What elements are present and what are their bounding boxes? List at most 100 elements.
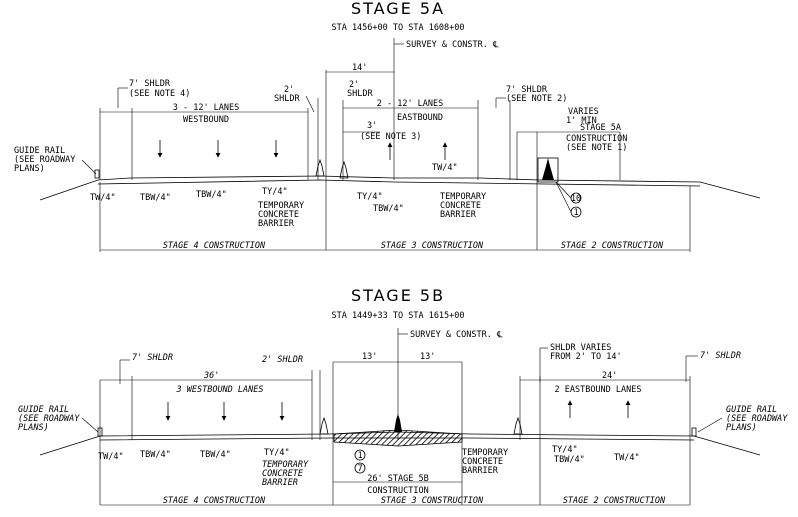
guide-rail-right-5b: GUIDE RAIL xyxy=(726,405,777,415)
tcb-2-5b: CONCRETE xyxy=(262,469,304,479)
tcb2-2: CONCRETE xyxy=(440,201,481,211)
temp-barrier-a xyxy=(315,158,325,177)
shldr-2-5b: 2' SHLDR xyxy=(262,355,303,365)
stage-5a-station-range: STA 1456+00 TO STA 1608+00 xyxy=(331,23,464,33)
tcb2-3-5b: BARRIER xyxy=(462,466,499,476)
shldr-varies-b: FROM 2' TO 14' xyxy=(550,352,622,362)
ty4-a: TY/4" xyxy=(262,187,288,197)
stage5a-label: STAGE 5A xyxy=(580,123,621,133)
lanes-east: 2 - 12' LANES xyxy=(377,99,444,109)
eastbound-arrows xyxy=(387,142,448,160)
shldr-2-right-b: SHLDR xyxy=(347,89,373,99)
stage2-5b: STAGE 2 CONSTRUCTION xyxy=(563,496,666,506)
tcb-1-5b: TEMPORARY xyxy=(262,460,309,470)
shldr-right: 7' SHLDR xyxy=(506,85,548,95)
varies: VARIES xyxy=(568,107,599,117)
dim-3: 3' xyxy=(367,121,377,131)
shldr-right-5b: 7' SHLDR xyxy=(700,351,741,361)
tcb-3: BARRIER xyxy=(258,219,295,229)
tcb2-1: TEMPORARY xyxy=(440,192,486,202)
stage2-5a: STAGE 2 CONSTRUCTION xyxy=(561,241,664,251)
shldr-2-right: 2' xyxy=(349,80,359,90)
ty4-b-5b: TY/4" xyxy=(552,445,578,455)
eastbound-lanes-5b: 2 EASTBOUND LANES xyxy=(555,385,642,395)
ty4-a-5b: TY/4" xyxy=(264,448,290,458)
lanes-west: 3 - 12' LANES xyxy=(173,103,240,113)
stage-5b-station-range: STA 1449+33 TO STA 1615+00 xyxy=(331,311,464,321)
guide-rail-left-see-5b: (SEE ROADWAY xyxy=(18,414,80,424)
eastbound-label: EASTBOUND xyxy=(397,113,443,123)
pavement-profile xyxy=(39,175,761,201)
survey-label-5b: SURVEY & CONSTR. ℄ xyxy=(410,330,503,340)
stage-5a-title: STAGE 5A xyxy=(351,0,445,18)
callout-7-5b: 7 xyxy=(357,464,362,474)
callout-10: 10 xyxy=(571,194,581,204)
tw4-left-5b: TW/4" xyxy=(98,452,124,462)
stage4-5a: STAGE 4 CONSTRUCTION xyxy=(163,241,266,251)
tw4-right: TW/4" xyxy=(432,163,458,173)
westbound-label: WESTBOUND xyxy=(183,115,229,125)
guide-rail-plans: PLANS) xyxy=(14,164,45,174)
shldr-varies: SHLDR VARIES xyxy=(550,343,611,353)
see-note-1: (SEE NOTE 1) xyxy=(566,143,627,153)
temp-barrier-b xyxy=(339,160,349,179)
shldr-left-note: (SEE NOTE 4) xyxy=(129,89,190,99)
tbw4-a-5b: TBW/4" xyxy=(140,450,171,460)
shldr-right-note: (SEE NOTE 2) xyxy=(506,94,567,104)
stage5a-barrier xyxy=(542,158,554,180)
tcb2-2-5b: CONCRETE xyxy=(462,457,503,467)
temp-barrier-left-5b xyxy=(319,416,329,435)
median-barrier xyxy=(394,414,402,432)
stage4-5b: STAGE 4 CONSTRUCTION xyxy=(163,496,266,506)
callout-1: 1 xyxy=(573,208,578,218)
tcb-2: CONCRETE xyxy=(258,210,299,220)
stage3-5b: STAGE 3 CONSTRUCTION xyxy=(381,496,484,506)
dim-36: 36' xyxy=(203,371,219,381)
ty4-b: TY/4" xyxy=(357,192,383,202)
tbw4-c-5b: TBW/4" xyxy=(554,455,585,465)
stage3-5a: STAGE 3 CONSTRUCTION xyxy=(381,241,484,251)
survey-label: SURVEY & CONSTR. ℄ xyxy=(406,40,499,50)
tcb2-1-5b: TEMPORARY xyxy=(462,448,508,458)
guide-rail-right-see-5b: (SEE ROADWAY xyxy=(726,414,788,424)
stage-5a-section: STAGE 5A STA 1456+00 TO STA 1608+00 SURV… xyxy=(14,0,761,252)
guide-rail-left-5b: GUIDE RAIL xyxy=(18,405,69,415)
shldr-left-5b: 7' SHLDR xyxy=(132,353,173,363)
tbw4-a: TBW/4" xyxy=(140,193,171,203)
stage5b-width: 26' STAGE 5B xyxy=(367,474,428,484)
callout-1-5b: 1 xyxy=(357,451,362,461)
guide-rail-see: (SEE ROADWAY xyxy=(14,155,75,165)
guide-rail: GUIDE RAIL xyxy=(14,146,65,156)
tcb-1: TEMPORARY xyxy=(258,201,304,211)
tcb-3-5b: BARRIER xyxy=(262,478,298,488)
eastbound-arrows-5b xyxy=(567,400,631,418)
westbound-arrows-5b xyxy=(165,402,285,421)
construction-label: CONSTRUCTION xyxy=(566,134,627,144)
guide-rail-right-plans-5b: PLANS) xyxy=(726,423,757,433)
dim-13-right: 13' xyxy=(420,352,435,362)
tw4-right-5b: TW/4" xyxy=(614,453,640,463)
guide-rail-left-plans-5b: PLANS) xyxy=(18,423,49,433)
tbw4-b: TBW/4" xyxy=(196,190,227,200)
shldr-2b: SHLDR xyxy=(274,94,300,104)
tcb2-3: BARRIER xyxy=(440,210,477,220)
stage5b-hatched-area xyxy=(333,429,463,447)
westbound-lanes-5b: 3 WESTBOUND LANES xyxy=(176,385,264,395)
stage-5b-section: STAGE 5B STA 1449+33 TO STA 1615+00 SURV… xyxy=(18,286,788,506)
dim-13-left: 13' xyxy=(362,352,377,362)
westbound-arrows xyxy=(157,140,279,158)
dim-14: 14' xyxy=(352,63,367,73)
varies-min: 1' MIN xyxy=(566,116,597,126)
tbw4-c: TBW/4" xyxy=(373,204,404,214)
construction-5b: CONSTRUCTION xyxy=(367,486,428,496)
temp-barrier-right-5b xyxy=(513,416,523,435)
stage-5b-title: STAGE 5B xyxy=(351,286,445,305)
see-note-3: (SEE NOTE 3) xyxy=(360,132,421,142)
shldr-2: 2' xyxy=(284,85,294,95)
dim-24: 24' xyxy=(602,371,617,381)
shldr-left: 7' SHLDR xyxy=(129,79,171,89)
tw4-left: TW/4" xyxy=(90,193,116,203)
tbw4-b-5b: TBW/4" xyxy=(200,450,231,460)
guide-rail-post xyxy=(94,169,100,179)
